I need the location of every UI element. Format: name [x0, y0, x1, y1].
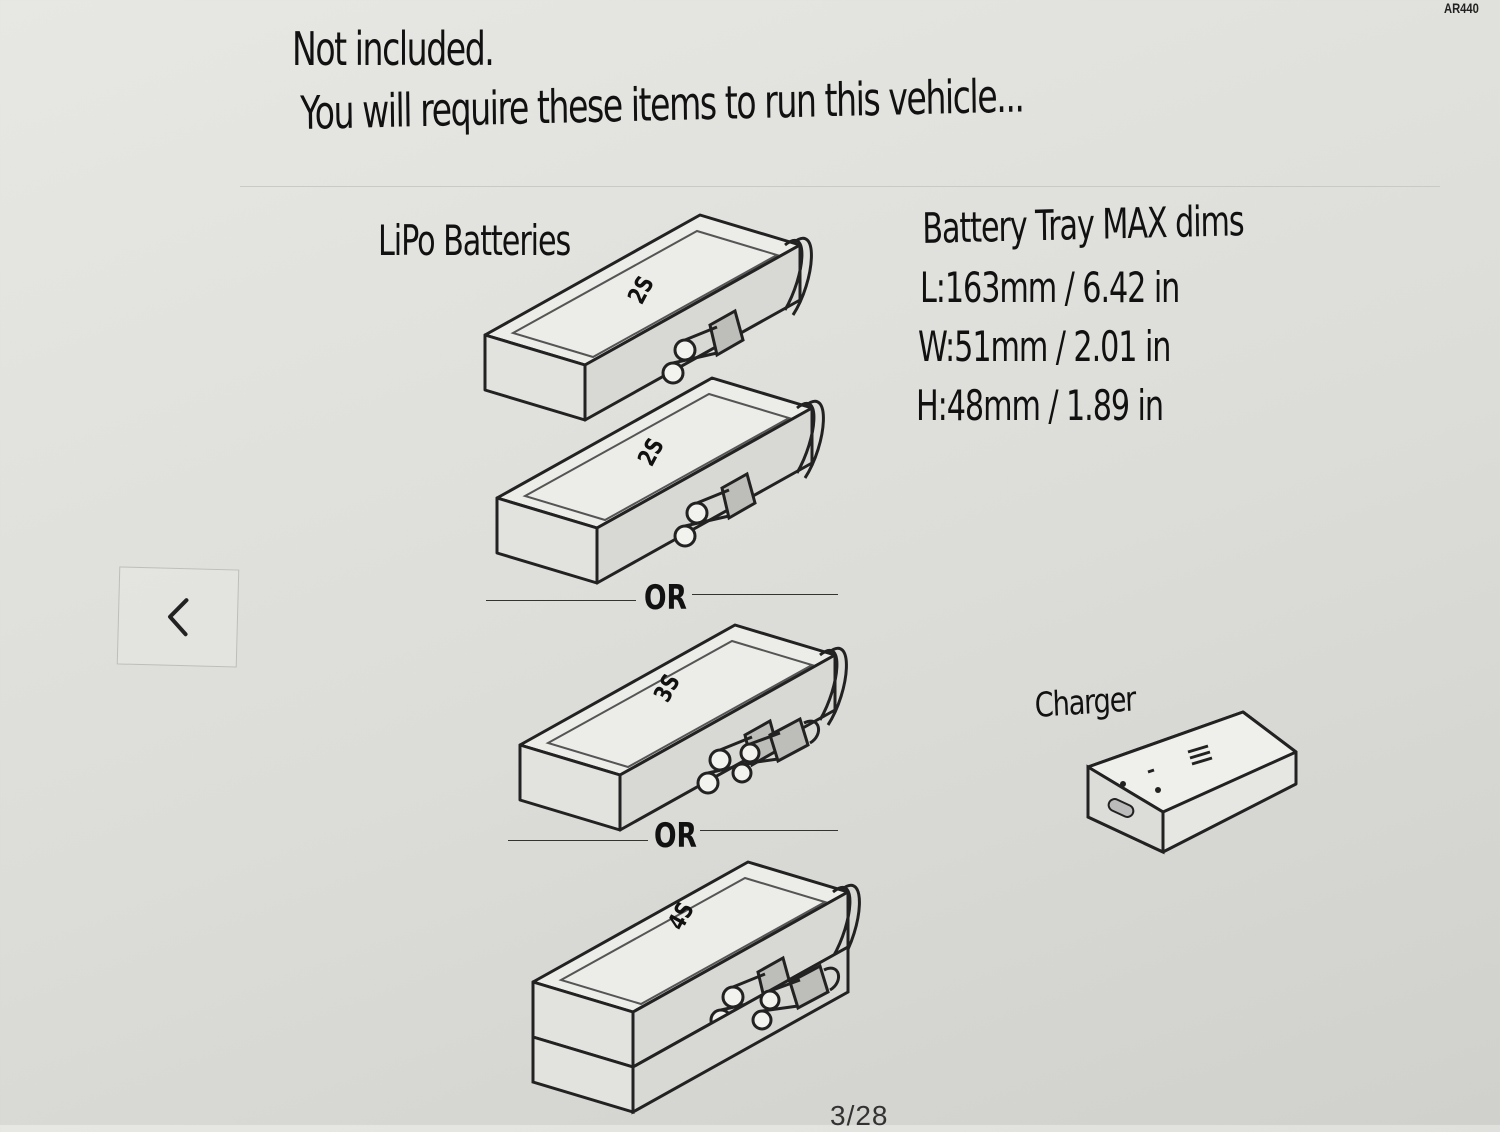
or-rule-right-2 [700, 830, 838, 831]
page-counter: 3/28 [830, 1100, 889, 1131]
charger-label: Charger [1034, 679, 1136, 726]
battery-2s-a [483, 213, 813, 422]
dim-length: L:163mm / 6.42 in [920, 263, 1180, 312]
chevron-left-icon [168, 598, 189, 637]
not-included-heading: Not included. [292, 22, 495, 76]
or-separator-2: OR [654, 816, 697, 856]
previous-page-button[interactable] [116, 566, 240, 668]
dim-width: W:51mm / 2.01 in [918, 322, 1171, 371]
section-divider [240, 186, 1440, 187]
dim-height: H:48mm / 1.89 in [916, 381, 1164, 430]
or-separator-1: OR [644, 578, 687, 618]
charger-device [1086, 710, 1298, 855]
corner-label: AR440 [1444, 0, 1479, 16]
or-rule-right-1 [692, 594, 838, 595]
lipo-batteries-label: LiPo Batteries [378, 216, 571, 265]
or-rule-left-2 [508, 840, 648, 841]
or-rule-left-1 [486, 600, 636, 601]
